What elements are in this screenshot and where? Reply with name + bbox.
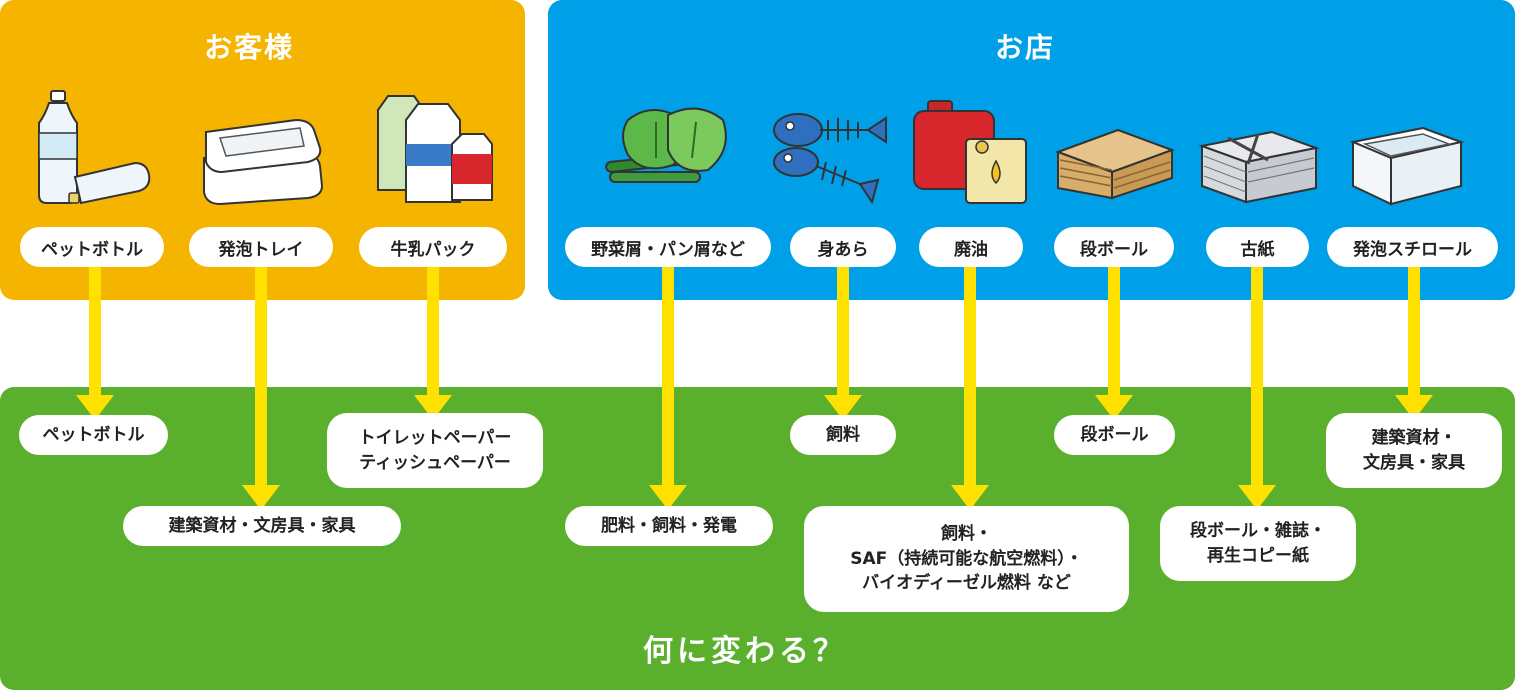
result-vegetable-scraps: 肥料・飼料・発電 [565, 506, 773, 546]
waste-oil-can-icon [913, 100, 1027, 204]
source-pet-bottle: ペットボトル [20, 227, 164, 267]
source-vegetable-scraps: 野菜屑・パン屑など [565, 227, 771, 267]
vegetable-scraps-icon [605, 107, 727, 183]
source-cardboard: 段ボール [1054, 227, 1174, 267]
source-waste-oil: 廃油 [919, 227, 1023, 267]
shop-title: お店 [995, 31, 1056, 64]
result-foam-tray: 建築資材・文房具・家具 [123, 506, 401, 546]
arrow-vegetable-scraps [649, 262, 687, 510]
customer-title: お客様 [204, 31, 295, 64]
footer-question: 何に変わる？ [643, 634, 847, 669]
result-cardboard: 段ボール [1054, 415, 1175, 455]
source-foam-tray: 発泡トレイ [189, 227, 333, 267]
source-styrofoam: 発泡スチロール [1327, 227, 1498, 267]
source-milk-carton: 牛乳パック [359, 227, 507, 267]
source-fish-bones: 身あら [790, 227, 896, 267]
result-milk-carton: トイレットペーパー ティッシュペーパー [327, 413, 543, 488]
foam-tray-icon [203, 118, 324, 206]
arrow-waste-oil [951, 262, 989, 510]
result-fish-bones: 飼料 [790, 415, 896, 455]
arrow-foam-tray [242, 262, 280, 510]
arrow-cardboard [1095, 262, 1133, 420]
cardboard-stack-icon [1055, 128, 1175, 200]
arrow-fish-bones [824, 262, 862, 420]
arrow-styrofoam [1395, 262, 1433, 420]
result-styrofoam: 建築資材・ 文房具・家具 [1326, 413, 1502, 488]
styrofoam-box-icon [1349, 126, 1465, 206]
milk-carton-icon [377, 95, 493, 203]
result-pet-bottle: ペットボトル [19, 415, 168, 455]
arrow-milk-carton [414, 262, 452, 420]
arrow-pet-bottle [76, 262, 114, 420]
source-waste-paper: 古紙 [1206, 227, 1309, 267]
result-waste-paper: 段ボール・雑誌・ 再生コピー紙 [1160, 506, 1356, 581]
waste-paper-bundle-icon [1198, 130, 1320, 204]
pet-bottle-icon [38, 90, 151, 205]
result-waste-oil: 飼料・ SAF（持続可能な航空燃料）・ バイオディーゼル燃料 など [804, 506, 1129, 612]
arrow-waste-paper [1238, 262, 1276, 510]
fish-bones-icon [773, 113, 887, 205]
